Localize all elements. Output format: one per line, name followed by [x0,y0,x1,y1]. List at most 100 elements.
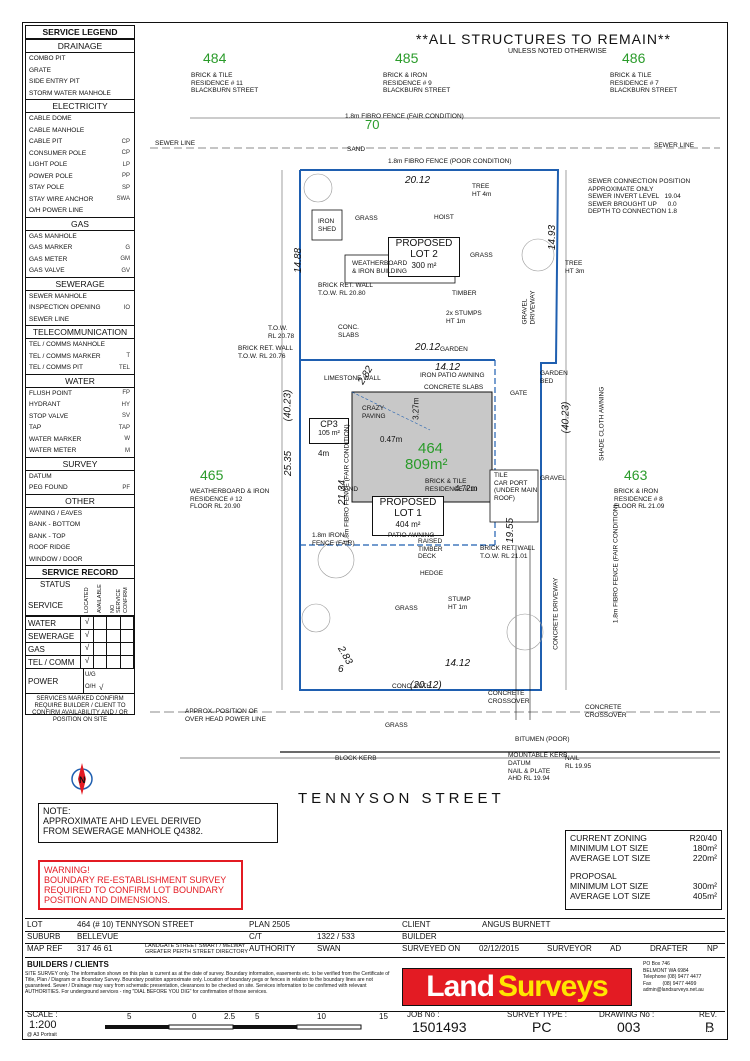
lot-465-desc: WEATHERBOARD & IRON RESIDENCE # 12 FLOOR… [190,488,270,510]
feature-label-approx: APPROX. POSITION OF OVER HEAD POWER LINE [185,708,266,723]
legend-item-label: WATER MARKER [29,435,82,443]
drafter-label: DRAFTER [650,944,688,953]
north-arrow-icon: N [71,763,93,795]
sewer-line-right: SEWER LINE [654,142,695,149]
legend-symbol-icon: FP [122,390,130,397]
authority-label: AUTHORITY [249,944,296,953]
feature-label-hoist: HOIST [434,214,454,221]
lot-value: 464 (# 10) TENNYSON STREET [77,920,194,929]
legend-section-other: OTHER [26,493,134,508]
service-record-rows: WATER√SEWERAGE√GAS√TEL / COMM√ [26,616,134,669]
legend-item-label: LIGHT POLE [29,161,68,169]
plan-number: PLAN 2505 [249,920,290,929]
contact-info: PO Box 746 BELMONT WA 6984 Telephone (08… [643,961,704,993]
job-value: 1501493 [412,1019,467,1035]
legend-item: TEL / COMMS MANHOLE [26,339,134,351]
legend-item: DATUM [26,471,134,483]
legend-item-label: STORM WATER MANHOLE [29,89,111,97]
dim-bottom: 14.12 [445,658,471,669]
service-row: SEWERAGE√ [26,630,134,643]
feature-label-timber: TIMBER [452,290,477,297]
legend-section-sewerage: SEWERAGE [26,276,134,291]
legend-item-label: O/H POWER LINE [29,207,84,215]
legend-symbol-icon: TAP [118,424,130,431]
legend-item-label: INSPECTION OPENING [29,304,101,312]
dim-clr4: 3.27m [411,397,421,420]
disclaimer-text: SITE SURVEY only. The information shown … [25,971,390,995]
oh-check: √ [99,682,104,692]
proposed-lot-2: PROPOSED LOT 2 300 m² [388,237,460,277]
lot-465-number: 465 [200,467,224,483]
mapref-value: 317 46 61 [77,944,113,953]
legend-symbol-icon: SP [121,184,130,191]
dim-right-upper: 14.93 [547,224,559,251]
scale-value: 1:200 [29,1019,57,1031]
feature-label-patio2: PATIO AWNING [388,532,435,539]
scale-tick-label: 5 [127,1012,132,1021]
dim-clr2: 0.47m [380,435,403,444]
legend-item: O/H POWER LINE [26,205,134,217]
zoning-min-label: MINIMUM LOT SIZE [570,843,649,853]
legend-section-telecommunication: TELECOMMUNICATION [26,325,134,339]
empty-cell [121,617,134,629]
lot-463-number: 463 [624,467,648,483]
surveyed-label: SURVEYED ON [402,944,461,953]
scale-tick-label: 5 [255,1012,260,1021]
empty-cell [121,643,134,655]
legend-item-label: WINDOW / DOOR [29,555,83,563]
legend-item-label: STAY WIRE ANCHOR [29,195,94,203]
feature-label-mountable: MOUNTABLE KERB [508,752,568,759]
feature-label-carport: TILE CAR PORT (UNDER MAIN ROOF) [494,472,538,502]
zoning-current-label: CURRENT ZONING [570,833,647,843]
legend-item: CABLE DOME [26,113,134,125]
dim-left-lot: (40.23) [282,389,294,422]
legend-item: BANK - TOP [26,531,134,543]
located-check: √ [81,643,95,655]
scale-tick-label: 2.5 [224,1012,236,1021]
feature-label-datum: DATUM NAIL & PLATE AHD RL 19.94 [508,760,551,782]
legend-item-label: SIDE ENTRY PIT [29,78,80,86]
feature-label-iron-shed: IRON SHED [318,218,337,233]
proposed-lot-2-area: 300 m² [411,261,437,270]
legend-item: SEWER MANHOLE [26,291,134,303]
scale-label: SCALE : [27,1010,58,1019]
client-value: ANGUS BURNETT [482,920,551,929]
legend-item-label: PEG FOUND [29,484,68,492]
dim-frontage: (20.12) [410,680,442,691]
legend-item-label: GRATE [29,66,51,74]
job-label: JOB No : [407,1010,440,1019]
sand-label: SAND [340,486,359,493]
proposal-min-label: MINIMUM LOT SIZE [570,881,649,891]
sewer-line-left: SEWER LINE [155,140,196,147]
lot-464-desc: BRICK & TILE RESIDENCE # 10 [425,478,478,493]
mapref-label: MAP REF [27,944,63,953]
feature-label-conc-slabs: CONC. SLABS [338,324,359,339]
legend-section-drainage: DRAINAGE [26,39,134,53]
legend-item-label: CABLE PIT [29,138,63,146]
rev-value: B [705,1019,715,1035]
grass-label: GRASS [395,605,418,612]
surveyed-value: 02/12/2015 [479,944,520,953]
drawing-label: DRAWING No : [599,1010,655,1019]
proposal-min: 300m² [692,881,717,891]
zoning-avg-label: AVERAGE LOT SIZE [570,853,651,863]
suburb-value: BELLEVUE [77,932,119,941]
feature-label-conc-path: CONC. PATH [392,683,432,690]
legend-item: SEWER LINE [26,314,134,326]
cp3-title: CP3 [320,419,338,429]
cp3-box: CP3 105 m² [309,418,349,444]
service-label: SERVICE [28,601,63,610]
empty-cell [107,630,121,642]
legend-item: WINDOW / DOOR [26,554,134,566]
legend-symbol-icon: GV [121,267,130,274]
dim-top: 20.12 [405,175,431,186]
grass-label: GRASS [355,215,378,222]
mapref-source: LANDGATE STREET SMART / MELWAY GREATER P… [145,943,249,955]
empty-cell [121,630,134,642]
title-block: LOT 464 (# 10) TENNYSON STREET PLAN 2505… [25,918,725,1039]
